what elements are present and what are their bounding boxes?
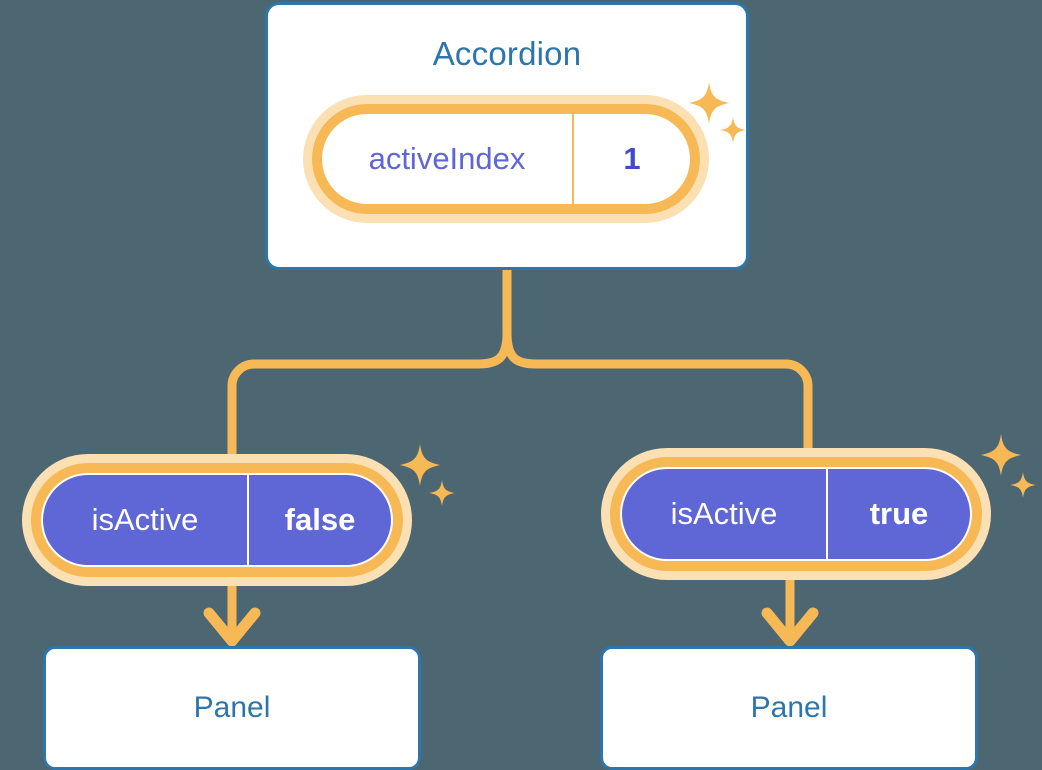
pill-body: isActive true [620, 467, 972, 561]
panel-title: Panel [193, 691, 271, 724]
state-key: activeIndex [322, 114, 574, 204]
state-value: false [284, 502, 356, 537]
panel-title: Panel [750, 691, 828, 724]
panel-card-left: Panel [43, 646, 421, 770]
pill-body: activeIndex 1 [322, 114, 690, 204]
state-pill-is-active-false[interactable]: isActive false [22, 454, 412, 586]
state-value: 1 [623, 141, 641, 176]
state-key: isActive [43, 475, 249, 565]
state-pill-active-index[interactable]: activeIndex 1 [303, 95, 709, 223]
state-value: true [869, 496, 929, 531]
page-title: Accordion [432, 35, 582, 72]
state-key: isActive [622, 469, 828, 559]
panel-card-right: Panel [600, 646, 978, 770]
pill-body: isActive false [41, 473, 393, 567]
state-pill-is-active-true[interactable]: isActive true [601, 448, 991, 580]
